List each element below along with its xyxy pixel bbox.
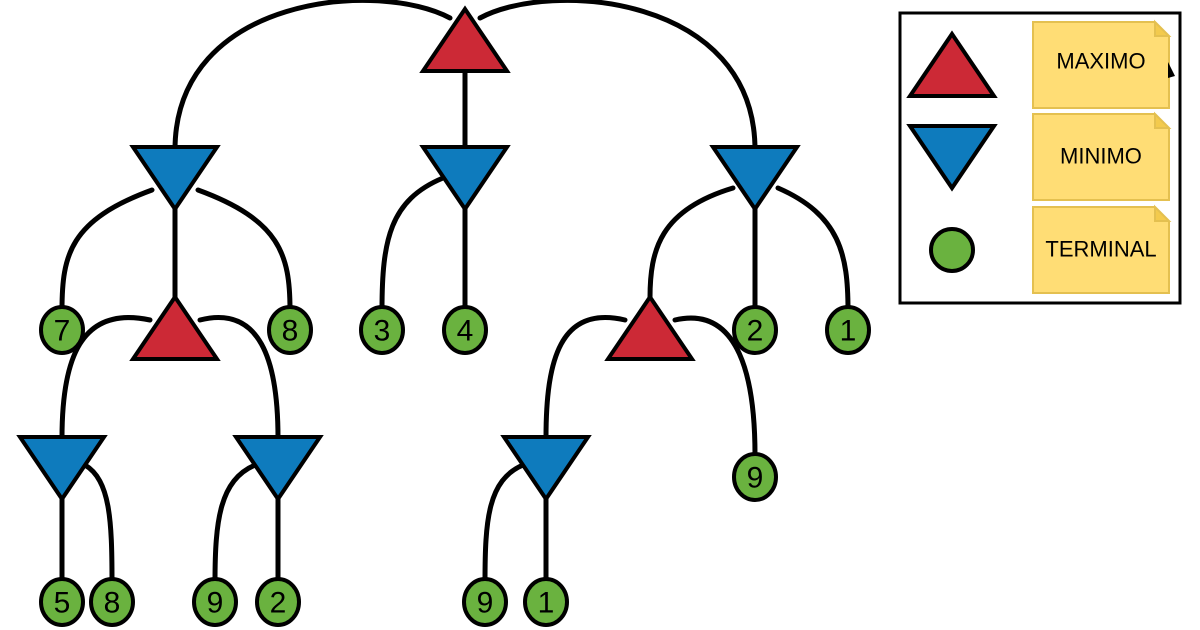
- terminal-circle: [39, 577, 85, 627]
- terminal-node-c1a2: 1: [523, 577, 569, 627]
- terminal-node-b2: 4: [442, 305, 488, 355]
- tree-edges: [59, 0, 851, 585]
- cursor-marker-icon: [1168, 62, 1175, 78]
- edge-b-to-b1: [379, 175, 446, 313]
- terminal-value: 8: [282, 315, 299, 348]
- terminal-value: 9: [477, 587, 494, 620]
- terminal-value: 2: [747, 315, 764, 348]
- terminal-node-a3: 8: [267, 305, 313, 355]
- legend-label: TERMINAL: [1045, 237, 1156, 262]
- terminal-circle: [39, 305, 85, 355]
- terminal-node-c1b: 9: [732, 452, 778, 502]
- terminal-value: 9: [207, 587, 224, 620]
- terminal-node-a2b1: 9: [192, 577, 238, 627]
- terminal-node-c2: 2: [732, 305, 778, 355]
- terminal-circle: [825, 305, 871, 355]
- edge-c1a-to-c1a1: [482, 462, 526, 585]
- legend-note-fold: [1154, 19, 1172, 37]
- legend-label: MAXIMO: [1056, 49, 1145, 74]
- min-node-c1a: [500, 435, 592, 503]
- max-node-c1: [604, 293, 696, 361]
- terminal-value: 4: [457, 315, 474, 348]
- min-node-a2a: [16, 435, 108, 503]
- edge-a-to-a3: [195, 187, 293, 313]
- terminal-node-a2a2: 8: [89, 577, 135, 627]
- legend-item-terminal: TERMINAL: [929, 204, 1172, 294]
- legend-min-icon: [906, 124, 998, 192]
- terminal-circle: [732, 452, 778, 502]
- terminal-node-c1a1: 9: [462, 577, 508, 627]
- edge-a2b-to-a2b1: [212, 462, 258, 585]
- terminal-value: 7: [54, 315, 71, 348]
- edge-root-to-c: [477, 0, 758, 153]
- edge-c-to-c1: [647, 185, 736, 301]
- terminal-circle: [359, 305, 405, 355]
- terminal-value: 8: [104, 587, 121, 620]
- max-node-a2: [129, 293, 221, 361]
- max-node-root: [419, 5, 511, 73]
- edge-a-to-a1: [59, 187, 155, 313]
- legend-note-fold: [1154, 204, 1172, 222]
- terminal-node-a2a1: 5: [39, 577, 85, 627]
- min-node-b: [419, 145, 511, 213]
- min-node-a: [129, 145, 221, 213]
- min-node-c: [709, 145, 801, 213]
- terminal-circle: [192, 577, 238, 627]
- terminal-value: 3: [374, 315, 391, 348]
- terminal-node-a1: 7: [39, 305, 85, 355]
- terminal-value: 5: [54, 587, 71, 620]
- legend-max-icon: [906, 30, 998, 98]
- legend: MAXIMO MINIMO TERMINAL: [898, 11, 1182, 305]
- terminal-node-c3: 1: [825, 305, 871, 355]
- edge-c1-to-c1b: [672, 315, 758, 458]
- terminal-circle: [732, 305, 778, 355]
- legend-item-max: MAXIMO: [906, 19, 1172, 109]
- terminal-node-a2b2: 2: [255, 577, 301, 627]
- edge-c1-to-c1a: [543, 315, 628, 441]
- edge-a2-to-a2b: [197, 315, 281, 441]
- legend-item-min: MINIMO: [906, 111, 1172, 201]
- edge-a2a-to-a2a2: [82, 462, 115, 585]
- terminal-value: 9: [747, 462, 764, 495]
- terminal-circle: [442, 305, 488, 355]
- terminal-value: 1: [538, 587, 555, 620]
- legend-note-background: [1032, 113, 1170, 201]
- terminal-circle: [89, 577, 135, 627]
- terminal-value: 1: [840, 315, 857, 348]
- terminal-circle: [462, 577, 508, 627]
- edge-root-to-a: [172, 0, 453, 153]
- legend-note-background: [1032, 206, 1170, 294]
- legend-note-fold: [1154, 111, 1172, 129]
- edge-c-to-c3: [775, 185, 851, 313]
- terminal-value: 2: [270, 587, 287, 620]
- terminal-circle: [267, 305, 313, 355]
- terminal-node-b1: 3: [359, 305, 405, 355]
- legend-label: MINIMO: [1060, 144, 1142, 169]
- terminal-circle: [523, 577, 569, 627]
- min-node-a2b: [232, 435, 324, 503]
- terminal-circle: [255, 577, 301, 627]
- legend-terminal-icon: [929, 227, 975, 273]
